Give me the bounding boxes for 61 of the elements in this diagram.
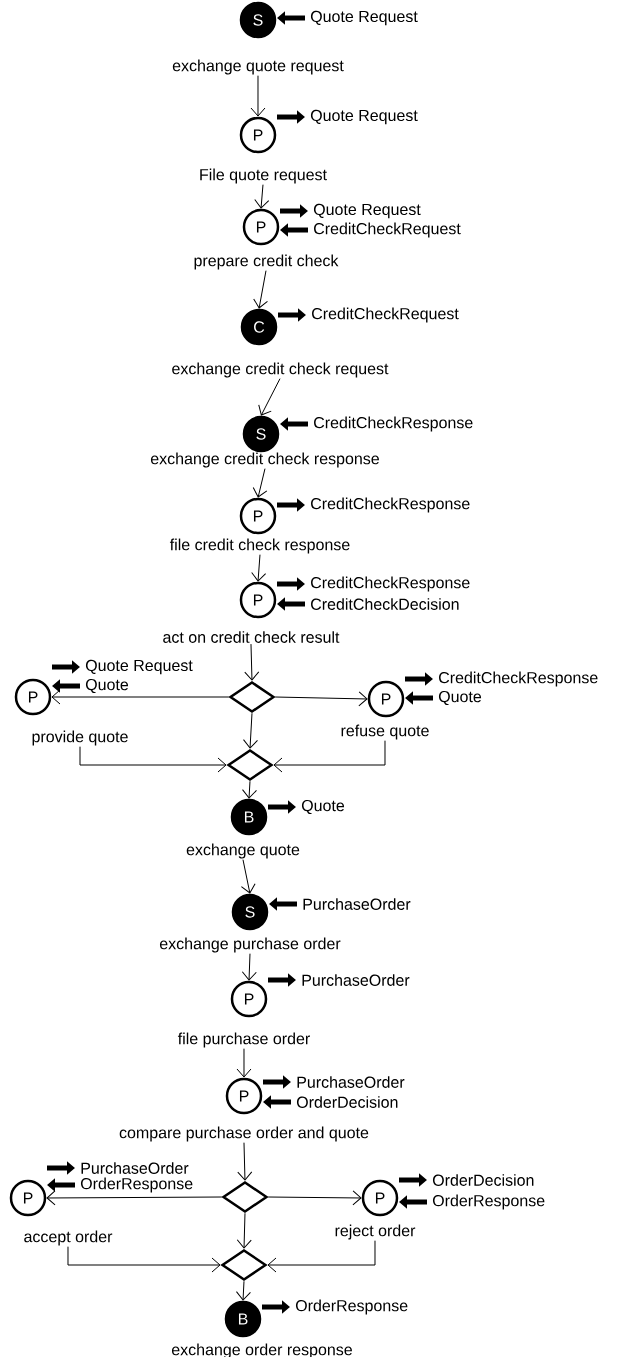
activity-label: exchange credit check request	[172, 362, 389, 378]
activity-label: act on credit check result	[163, 631, 340, 643]
activity-label: file purchase order	[177, 1032, 310, 1048]
activity-label: exchange credit check response	[150, 452, 379, 468]
arrow	[244, 643, 260, 681]
activity-label: file credit check response	[169, 538, 350, 554]
message-label: CreditCheckResponse	[439, 671, 598, 687]
message-label: CreditCheckResponse	[311, 576, 470, 592]
message-label: PurchaseOrder	[297, 1076, 405, 1088]
arrow	[267, 1190, 362, 1206]
activity-label: prepare credit check	[194, 254, 339, 270]
arrow	[79, 746, 227, 773]
message-label: OrderResponse	[432, 1194, 545, 1210]
arrow	[241, 953, 257, 981]
activity-label: accept order	[24, 1230, 113, 1246]
arrow	[267, 1240, 376, 1273]
arrow	[51, 689, 230, 705]
message-label: CreditCheckResponse	[314, 416, 473, 432]
message-label: Quote Request	[310, 109, 418, 125]
message-label: CreditCheckResponse	[311, 497, 470, 513]
activity-label: exchange quote request	[172, 59, 344, 75]
message-label: Quote	[85, 678, 129, 694]
arrow	[236, 1048, 252, 1078]
arrow	[235, 1280, 251, 1301]
activity-label: refuse quote	[341, 724, 429, 740]
activity-label: exchange purchase order	[159, 937, 341, 953]
arrow	[258, 378, 281, 416]
message-label: CreditCheckRequest	[312, 307, 459, 323]
message-label: OrderDecision	[296, 1096, 398, 1108]
message-label: PurchaseOrder	[303, 898, 411, 910]
message-label: Quote Request	[310, 10, 418, 26]
arrow	[67, 1246, 221, 1273]
message-label: Quote	[438, 690, 482, 706]
message-label: PurchaseOrder	[302, 974, 410, 986]
message-label: OrderResponse	[80, 1177, 193, 1193]
activity-label: File quote request	[200, 168, 327, 184]
arrow	[252, 468, 268, 498]
arrow	[46, 1190, 223, 1206]
message-label: OrderDecision	[432, 1174, 534, 1186]
arrow	[254, 184, 270, 209]
arrow	[240, 859, 256, 894]
arrow	[253, 270, 268, 309]
message-label: CreditCheckDecision	[311, 598, 459, 610]
arrow	[243, 712, 258, 749]
activity-label: reject order	[335, 1224, 416, 1240]
arrow	[236, 1212, 252, 1249]
arrow	[250, 75, 266, 117]
message-label: PurchaseOrder	[81, 1162, 189, 1174]
activity-label: compare purchase order and quote	[119, 1126, 369, 1142]
message-label: OrderResponse	[295, 1299, 408, 1315]
arrow	[251, 554, 267, 582]
arrow	[273, 740, 386, 773]
message-label: Quote	[301, 799, 345, 815]
message-label: Quote Request	[313, 203, 421, 219]
message-label: Quote Request	[85, 659, 193, 675]
arrow	[274, 691, 368, 707]
activity-label: provide quote	[32, 730, 128, 746]
arrow	[242, 780, 257, 799]
message-label: CreditCheckRequest	[314, 222, 461, 238]
activity-label: exchange quote	[186, 843, 300, 859]
arrow	[237, 1142, 253, 1181]
